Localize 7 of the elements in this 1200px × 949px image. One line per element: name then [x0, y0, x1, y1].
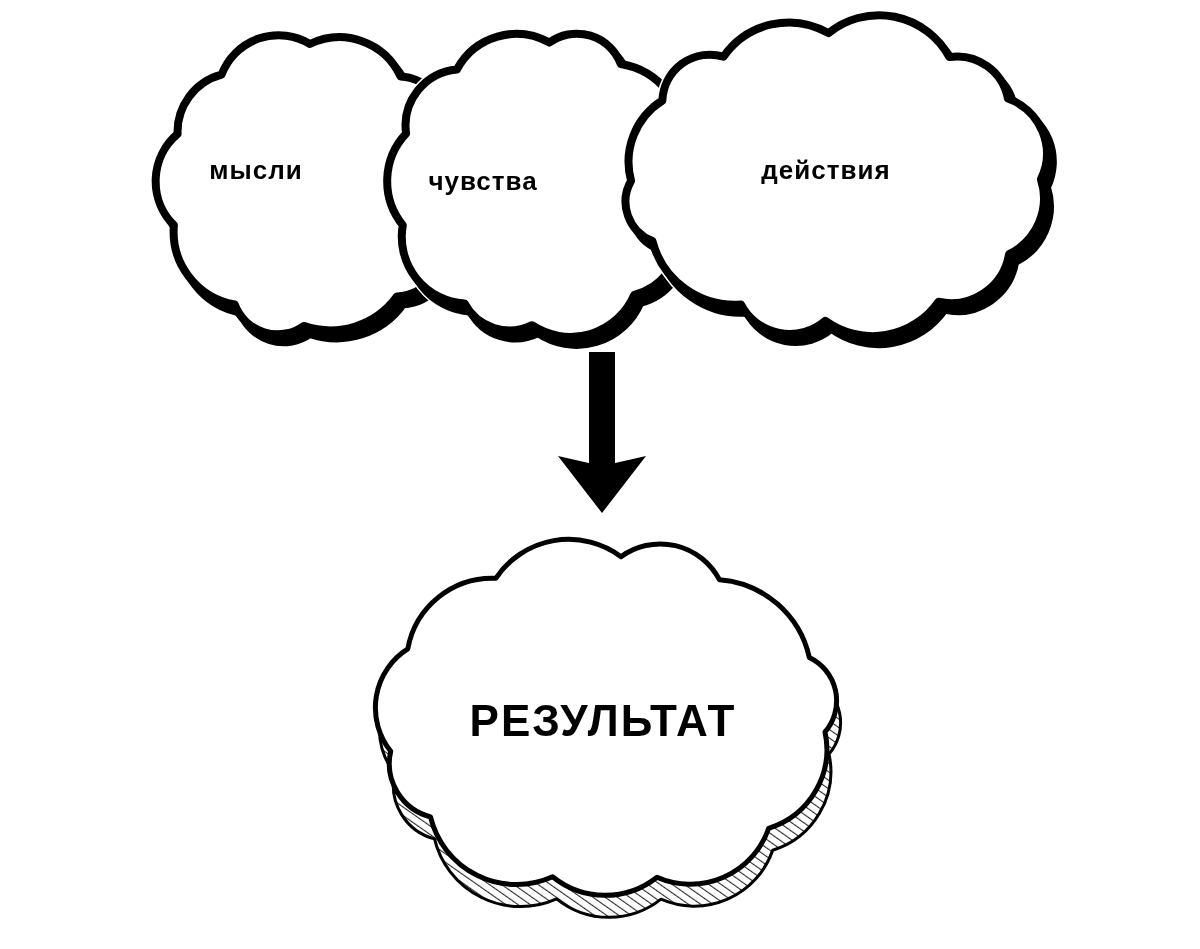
cloud [371, 535, 845, 921]
node-label: чувства [428, 168, 538, 194]
cloud [619, 9, 1059, 351]
node-label: действия [761, 157, 891, 183]
node-label: мысли [209, 157, 303, 183]
arrow [558, 352, 646, 513]
node-label: РЕЗУЛЬТАТ [469, 699, 737, 743]
